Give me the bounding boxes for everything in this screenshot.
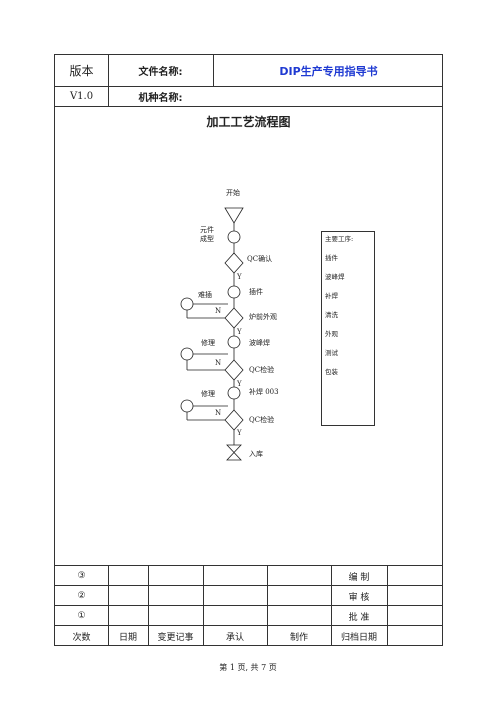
doc-name-label: 文件名称: xyxy=(138,67,183,78)
forming-label-2: 成型 xyxy=(200,234,214,243)
col-header-change: 变更记事 xyxy=(157,632,194,643)
process-item: 插件 xyxy=(325,254,338,262)
process-list-box: 主要工序: 插件 波峰焊 补焊 清洗 外观 测试 包装 xyxy=(321,231,375,426)
role-label: 审 核 xyxy=(348,592,370,603)
no-label-2: N xyxy=(215,359,221,367)
front-check-label: 炉前外观 xyxy=(249,312,277,321)
row-number: ③ xyxy=(77,571,86,581)
process-list-title: 主要工序: xyxy=(325,235,354,243)
col-header-make: 制作 xyxy=(289,632,308,643)
front-check-diamond xyxy=(224,307,244,329)
insert-circle xyxy=(227,285,241,299)
version-value: V1.0 xyxy=(69,90,94,102)
repair-label-1: 修理 xyxy=(201,338,215,347)
role-label: 批 准 xyxy=(348,612,370,623)
approval-row: ③ 编 制 xyxy=(55,565,442,586)
col-header-approve: 承认 xyxy=(225,632,244,643)
approval-row: ② 审 核 xyxy=(55,585,442,606)
touch-up-circle xyxy=(227,386,241,400)
yes-label-2: Y xyxy=(236,328,242,336)
touch-up-label: 补焊 003 xyxy=(249,387,279,396)
process-item: 包装 xyxy=(325,368,338,376)
yes-label-1: Y xyxy=(236,273,242,281)
qc-check-diamond-1 xyxy=(224,359,244,381)
forming-circle xyxy=(227,230,241,244)
yes-label-4: Y xyxy=(236,429,242,437)
role-label: 编 制 xyxy=(348,572,370,583)
approval-header-row: 次数 日期 变更记事 承认 制作 归档日期 xyxy=(55,625,442,646)
qc-confirm-label: QC确认 xyxy=(247,254,272,263)
repair-circle-2 xyxy=(180,399,194,413)
start-label: 开始 xyxy=(226,188,240,197)
col-header-count: 次数 xyxy=(72,632,91,643)
qc-check-diamond-2 xyxy=(224,409,244,431)
insert-label: 插件 xyxy=(249,287,263,296)
repair-circle-1 xyxy=(180,347,194,361)
page-footer: 第 1 页, 共 7 页 xyxy=(219,663,277,672)
plugin-fail-circle xyxy=(180,297,194,311)
storage-label: 入库 xyxy=(249,449,263,458)
wave-solder-circle xyxy=(227,335,241,349)
repair-label-2: 修理 xyxy=(201,389,215,398)
process-item: 清洗 xyxy=(325,311,338,319)
yes-label-3: Y xyxy=(236,380,242,388)
flow-title: 加工工艺流程图 xyxy=(206,115,291,129)
qc-check-label-1: QC检验 xyxy=(249,365,274,374)
process-flowchart: 开始 元件 成型 QC确认 Y 插件 难插 N 炉前外观 Y 修理 波峰焊 N … xyxy=(180,188,279,461)
forming-label-1: 元件 xyxy=(200,225,214,234)
storage-symbol xyxy=(226,444,242,461)
header-row-1: 版本 文件名称: DIP生产专用指导书 xyxy=(55,55,442,87)
start-triangle xyxy=(224,207,244,224)
row-number: ② xyxy=(77,591,86,601)
process-item: 测试 xyxy=(325,349,338,357)
approval-row: ① 批 准 xyxy=(55,605,442,626)
col-header-archive-date: 归档日期 xyxy=(340,632,377,643)
plugin-fail-label: 难插 xyxy=(198,290,212,299)
process-item: 补焊 xyxy=(325,292,338,300)
version-label: 版本 xyxy=(69,64,94,78)
document-frame: 版本 文件名称: DIP生产专用指导书 V1.0 机种名称: 加工工艺流程图 xyxy=(54,54,443,646)
no-label-3: N xyxy=(215,409,221,417)
process-item: 波峰焊 xyxy=(325,273,345,281)
col-header-date: 日期 xyxy=(118,632,137,643)
process-item: 外观 xyxy=(325,330,338,338)
doc-title: DIP生产专用指导书 xyxy=(279,64,378,78)
model-label: 机种名称: xyxy=(138,92,183,104)
row-number: ① xyxy=(77,611,86,621)
qc-check-label-2: QC检验 xyxy=(249,415,274,424)
wave-solder-label: 波峰焊 xyxy=(249,338,270,347)
no-label-1: N xyxy=(215,307,221,315)
header-row-2: V1.0 机种名称: xyxy=(55,86,442,107)
qc-confirm-diamond xyxy=(224,252,244,274)
